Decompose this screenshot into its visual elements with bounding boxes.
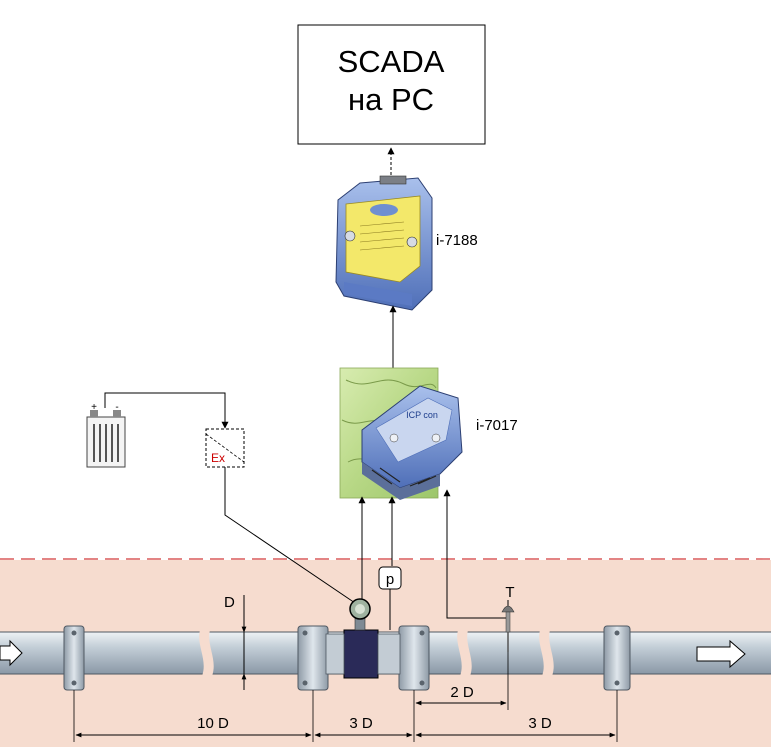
pipe-break-3	[539, 630, 554, 676]
dim-diameter-label: D	[224, 594, 235, 611]
flange-4	[603, 625, 631, 691]
i7188-module	[335, 175, 433, 311]
i7017-label: i-7017	[476, 417, 518, 434]
battery-minus: -	[115, 402, 118, 413]
pressure-sensor-label: p	[386, 571, 394, 588]
power-wire	[104, 392, 229, 429]
pipe-break-2	[457, 630, 472, 676]
flowmeter	[325, 598, 401, 679]
scada-subtitle: на PC	[348, 82, 434, 117]
dim-2d-label: 2 D	[450, 684, 474, 701]
temperature-sensor	[501, 605, 515, 652]
flange-1	[63, 625, 85, 691]
flow-out-arrow-icon	[696, 639, 746, 669]
dim-3d-down-label: 3 D	[528, 715, 552, 732]
scada-box	[297, 24, 486, 145]
flow-in-arrow-icon	[0, 639, 23, 667]
flange-3	[398, 625, 430, 691]
scada-title: SCADA	[338, 44, 445, 79]
dim-3d-meter-label: 3 D	[349, 715, 373, 732]
ex-barrier-label: Ex	[211, 451, 225, 465]
battery-plus: +	[91, 402, 97, 413]
ex-barrier	[205, 428, 245, 468]
i7188-label: i-7188	[436, 232, 478, 249]
pipe-break-1	[199, 630, 214, 676]
battery-icon	[86, 410, 126, 468]
svg-text:ICP con: ICP con	[406, 410, 438, 420]
flange-2	[297, 625, 329, 691]
temperature-sensor-label: T	[505, 584, 514, 601]
dim-10d-label: 10 D	[197, 715, 229, 732]
flowmeter-signal-wire	[224, 467, 359, 606]
i7017-module: ICP con	[339, 367, 463, 500]
